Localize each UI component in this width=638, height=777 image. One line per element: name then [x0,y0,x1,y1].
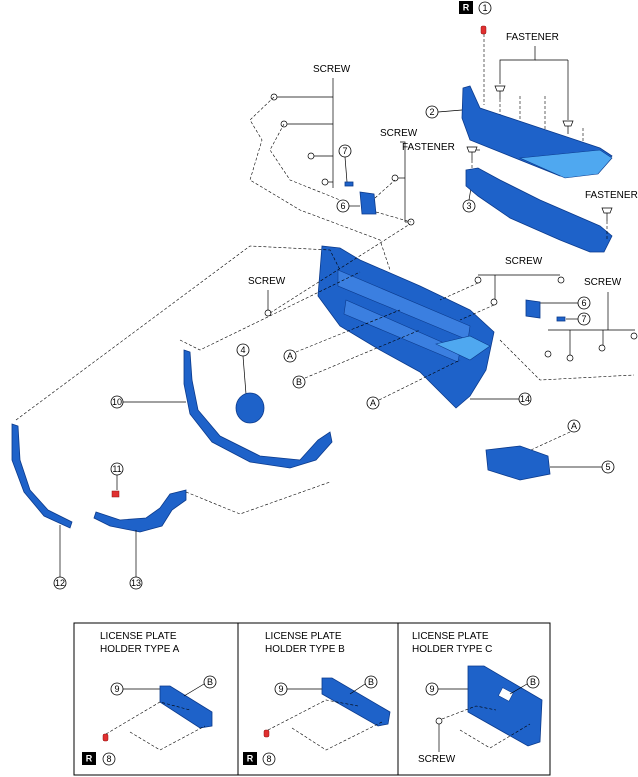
callout-6-upper-num: 6 [340,201,345,211]
label-screw-5: SCREW [584,277,622,288]
label-fastener-mid: FASTENER [402,142,455,153]
screw-icon [598,344,606,352]
callout-2-num: 2 [429,107,434,117]
panel-c-title-1: LICENSE PLATE [412,631,489,642]
license-plate-panel-box [73,622,551,776]
callout-8-a [102,752,116,766]
callout-b-b-text: B [368,677,374,687]
callout-7-upper-num: 7 [342,146,347,156]
callout-1 [478,1,492,15]
callout-11-num: 11 [112,464,121,474]
screw-icon [474,276,482,284]
screw-icon [435,717,443,725]
panel-a-title-1: LICENSE PLATE [100,631,177,642]
screw-icon [566,354,574,362]
part-7-clip-upper [344,181,354,187]
fastener-icon [601,207,613,221]
r-badge-top [459,1,473,14]
r-badge-b-text: R [247,754,254,764]
part-13-lower-trim [93,489,187,533]
callout-14-num: 14 [520,394,530,404]
part-8-clip-b [263,729,270,738]
callout-b-c [526,675,540,689]
fastener-icon [562,120,574,134]
callout-a-1 [283,349,297,363]
r-badge-top-text: R [463,3,470,13]
callout-b-a [203,675,217,689]
part-9-plate-holder-c [467,665,543,747]
part-10-grille-frame [183,349,333,469]
label-fastener-top: FASTENER [506,32,559,43]
screw-icon [490,298,498,306]
part-4-emblem [235,392,265,424]
callout-13-num: 13 [131,578,141,588]
callout-a-3 [567,419,581,433]
part-9-plate-holder-b [321,677,391,727]
screw-icon [557,276,565,284]
panel-c-title-2: HOLDER TYPE C [412,644,492,655]
callout-a-1-text: A [287,351,293,361]
screw-icon [321,178,329,186]
callout-8-a-num: 8 [106,754,111,764]
callout-1-num: 1 [482,3,487,13]
callout-a-2-text: A [370,398,376,408]
callout-9-c-num: 9 [429,684,434,694]
callout-7-right-num: 7 [581,314,586,324]
part-12-left-trim [11,423,73,529]
callout-b-1-text: B [296,377,302,387]
callout-10-num: 10 [112,397,122,407]
callout-5-num: 5 [605,462,610,472]
label-screw-3: SCREW [248,276,286,287]
label-screw-1: SCREW [313,64,351,75]
callout-9-a-num: 9 [114,684,119,694]
part-8-clip-a [102,733,109,742]
screw-icon [544,350,552,358]
screw-icon [264,309,272,317]
part-6-bracket-right [525,299,541,319]
callout-3-num: 3 [466,201,471,211]
part-3-upper-bracket [465,167,613,253]
r-badge-a-text: R [86,754,93,764]
r-badge-b [243,752,257,765]
part-11-red-clip [111,490,120,498]
fastener-icon [494,85,506,99]
callout-b-b [364,675,378,689]
label-fastener-right: FASTENER [585,190,638,201]
label-screw-2: SCREW [380,128,418,139]
callout-8-b-num: 8 [266,754,271,764]
callout-8-b [262,752,276,766]
panel-b-title-2: HOLDER TYPE B [265,644,345,655]
callout-9-b-num: 9 [278,684,283,694]
part-5-bracket [485,445,551,481]
panel-a-title-2: HOLDER TYPE A [100,644,180,655]
screw-icon [630,332,638,340]
label-screw-c: SCREW [418,754,456,765]
part-9-plate-holder-a [159,685,213,729]
callout-4-num: 4 [240,345,245,355]
callout-6-right-num: 6 [581,298,586,308]
callout-12-num: 12 [55,578,65,588]
panel-b-title-1: LICENSE PLATE [265,631,342,642]
callout-b-c-text: B [530,677,536,687]
fastener-icon [466,146,478,160]
part-1-clip [480,25,487,35]
label-screw-4: SCREW [505,256,543,267]
screw-icon [307,152,315,160]
part-6-bracket-upper [359,191,377,215]
callout-b-a-text: B [207,677,213,687]
callout-b-1 [292,375,306,389]
r-badge-a [82,752,96,765]
part-7-clip-right [556,316,566,322]
screw-icon [391,174,399,182]
callout-a-3-text: A [571,421,577,431]
callout-a-2 [366,396,380,410]
